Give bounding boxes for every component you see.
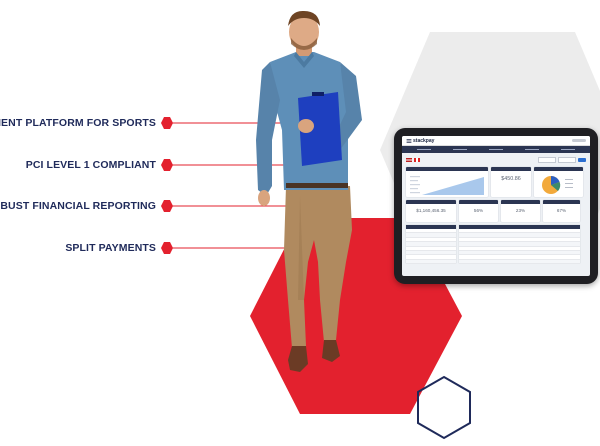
table-row[interactable]	[406, 233, 456, 238]
dashboard-row-1: $450.86	[402, 167, 590, 197]
total-value: $1,160,456.35	[416, 208, 446, 213]
distribution-pie-chart	[542, 175, 573, 194]
table-row[interactable]	[459, 255, 580, 260]
stat-card-b: 23%	[501, 200, 540, 222]
nav-item[interactable]	[525, 148, 539, 151]
app-header: stackpay	[402, 136, 590, 146]
date-range-input[interactable]	[538, 157, 556, 163]
table-row[interactable]	[459, 242, 580, 247]
stat-a-value: 56%	[473, 208, 484, 213]
table-row[interactable]	[459, 229, 580, 234]
canada-flag-icon[interactable]	[414, 158, 420, 162]
feature-label: ROBUST FINANCIAL REPORTING	[0, 200, 156, 212]
logo-text: stackpay	[413, 137, 435, 144]
feature-label: PCI LEVEL 1 COMPLIANT	[25, 159, 156, 171]
balance-value: $450.86	[501, 176, 521, 182]
dashboard-toolbar	[402, 153, 590, 167]
nav-item[interactable]	[561, 148, 575, 151]
stackpay-logo-icon	[406, 138, 412, 143]
us-flag-icon[interactable]	[406, 158, 412, 162]
user-menu[interactable]	[572, 139, 586, 142]
pie-chart-card	[534, 167, 583, 197]
transactions-table	[406, 225, 456, 265]
table-row[interactable]	[459, 259, 580, 265]
volume-area-chart	[410, 176, 484, 195]
table-row[interactable]	[459, 238, 580, 243]
table-row[interactable]	[406, 242, 456, 247]
volume-chart-card	[406, 167, 488, 197]
table-row[interactable]	[406, 229, 456, 234]
table-row[interactable]	[406, 247, 456, 251]
stat-c-value: 67%	[556, 208, 567, 213]
person-illustration	[256, 10, 362, 372]
table-row[interactable]	[406, 259, 456, 265]
balance-card: $450.86	[491, 167, 531, 197]
feature-payment-platform: PAYMENT PLATFORM FOR SPORTS	[0, 115, 156, 131]
table-row[interactable]	[459, 247, 580, 251]
table-row[interactable]	[459, 233, 580, 238]
feature-pci-compliant: PCI LEVEL 1 COMPLIANT	[0, 157, 156, 173]
toolbar-controls	[538, 157, 586, 163]
dashboard-row-3	[402, 225, 590, 265]
filter-select[interactable]	[558, 157, 576, 163]
table-row[interactable]	[406, 250, 456, 256]
red-hexagon-icon	[161, 117, 173, 129]
stat-b-value: 23%	[515, 208, 526, 213]
table-row[interactable]	[459, 250, 580, 256]
currency-flags	[406, 158, 420, 162]
table-row[interactable]	[406, 238, 456, 243]
dashboard-screen: stackpay	[402, 136, 590, 276]
total-card: $1,160,456.35	[406, 200, 456, 222]
feature-split-payments: SPLIT PAYMENTS	[0, 240, 156, 256]
red-hexagon-icon	[161, 200, 173, 212]
payouts-table	[459, 225, 580, 265]
stat-card-c: 67%	[543, 200, 580, 222]
app-nav	[402, 146, 590, 153]
apply-button[interactable]	[578, 158, 586, 162]
feature-financial-reporting: ROBUST FINANCIAL REPORTING	[0, 198, 156, 214]
stat-card-a: 56%	[459, 200, 498, 222]
outline-hexagon-icon	[417, 375, 471, 440]
nav-item[interactable]	[417, 148, 431, 151]
red-hexagon-icon	[161, 242, 173, 254]
red-hexagon-icon	[161, 159, 173, 171]
nav-item[interactable]	[489, 148, 503, 151]
nav-item[interactable]	[453, 148, 467, 151]
feature-label: SPLIT PAYMENTS	[65, 242, 156, 254]
app-logo: stackpay	[406, 138, 434, 144]
feature-label: PAYMENT PLATFORM FOR SPORTS	[0, 117, 156, 129]
tablet-mockup: stackpay	[394, 128, 598, 284]
dashboard-row-2: $1,160,456.35 56% 23% 67%	[402, 200, 590, 222]
table-row[interactable]	[406, 255, 456, 260]
